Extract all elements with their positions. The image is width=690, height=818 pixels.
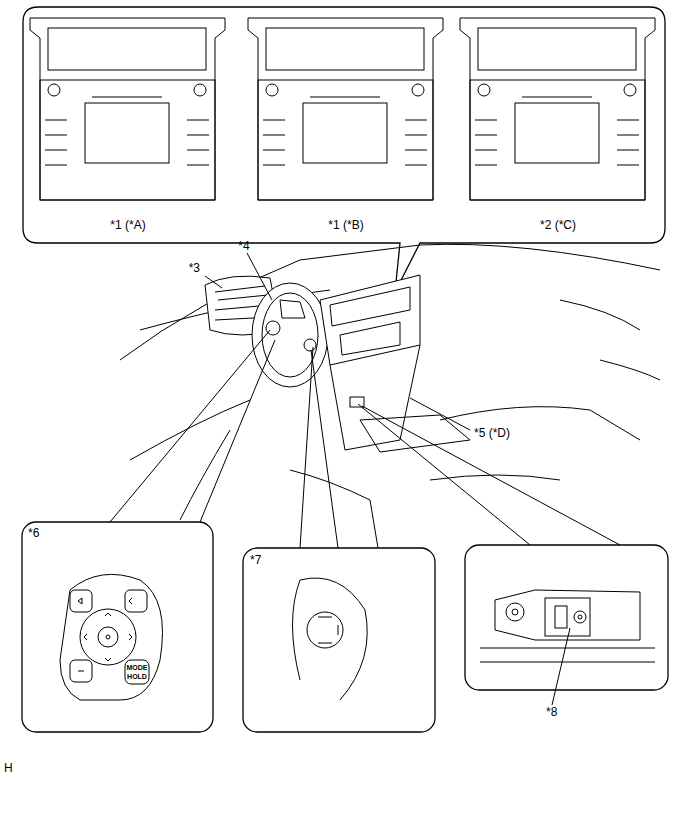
callout-number: *7: [250, 553, 261, 567]
callout-number: *4: [238, 239, 249, 253]
callout-number: H: [4, 761, 13, 775]
callout-number: *3: [189, 261, 200, 275]
callout-number: *6: [28, 526, 39, 540]
callout-number: *5 (*D): [474, 426, 510, 440]
button-text: HOLD: [127, 673, 147, 681]
callout-number: *2 (*C): [540, 218, 576, 232]
button-text: MODE: [127, 664, 148, 672]
callout-number: *8: [546, 705, 557, 719]
callout-number: *1 (*A): [110, 218, 145, 232]
callout-number: *1 (*B): [328, 218, 363, 232]
